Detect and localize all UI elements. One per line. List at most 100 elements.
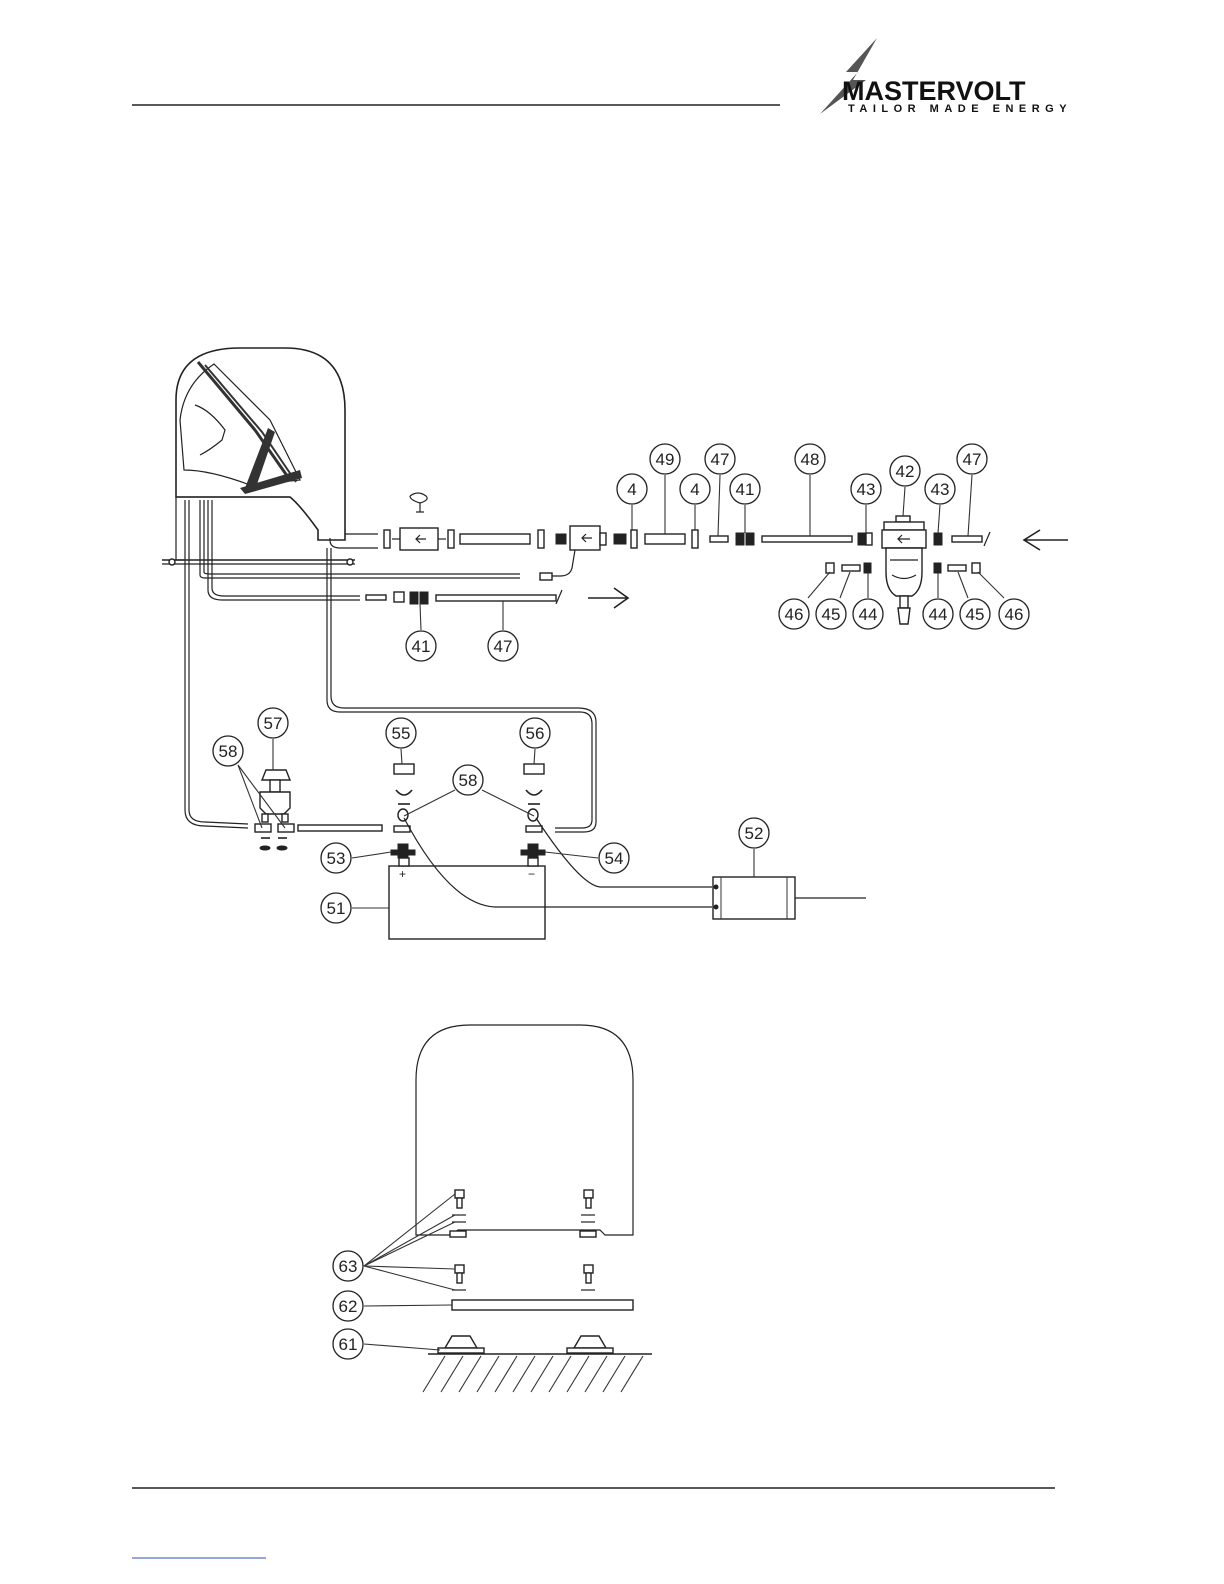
callout-label: 46 xyxy=(785,605,804,624)
callout-4: 4 xyxy=(680,474,710,504)
leader-line xyxy=(238,765,262,828)
callout-label: 52 xyxy=(745,824,764,843)
callout-61: 61 xyxy=(333,1329,363,1359)
callout-leaders xyxy=(238,475,1004,1350)
battery-cable-plus xyxy=(298,825,382,831)
callout-47: 47 xyxy=(957,444,987,474)
battery-plus-sign: + xyxy=(399,867,406,881)
callout-55: 55 xyxy=(386,718,416,748)
mounting-bolts xyxy=(450,1190,596,1290)
callout-46: 46 xyxy=(779,599,809,629)
callout-41: 41 xyxy=(730,474,760,504)
hatch-line xyxy=(567,1356,589,1392)
callout-label: 45 xyxy=(966,605,985,624)
clip-icon xyxy=(410,493,427,512)
callout-label: 53 xyxy=(327,849,346,868)
callout-label: 63 xyxy=(339,1257,358,1276)
callout-52: 52 xyxy=(739,818,769,848)
callout-label: 54 xyxy=(605,849,624,868)
callout-48: 48 xyxy=(795,444,825,474)
hatch-line xyxy=(441,1356,463,1392)
hatch-line xyxy=(585,1356,607,1392)
hatch-line xyxy=(513,1356,535,1392)
leader-line xyxy=(958,572,968,598)
callout-label: 44 xyxy=(859,605,878,624)
leader-line xyxy=(364,1266,455,1269)
hatch-line xyxy=(459,1356,481,1392)
rubber-mounts xyxy=(438,1336,613,1353)
battery: + − xyxy=(389,858,545,939)
hatch-line xyxy=(423,1356,445,1392)
callout-label: 43 xyxy=(857,480,876,499)
callout-label: 45 xyxy=(822,605,841,624)
callout-43: 43 xyxy=(851,474,881,504)
callout-label: 47 xyxy=(711,450,730,469)
brand-tagline: TAILOR MADE ENERGY xyxy=(848,103,1072,115)
callout-58: 58 xyxy=(213,736,243,766)
generator-housing xyxy=(162,348,355,565)
hatch-line xyxy=(477,1356,499,1392)
brand-name: MASTERVOLT xyxy=(842,76,1026,106)
callout-46: 46 xyxy=(999,599,1029,629)
floor-hatching xyxy=(423,1354,652,1392)
hatch-line xyxy=(531,1356,553,1392)
callout-42: 42 xyxy=(890,456,920,486)
callout-51: 51 xyxy=(321,893,351,923)
callout-label: 48 xyxy=(801,450,820,469)
callout-43: 43 xyxy=(925,474,955,504)
leader-line xyxy=(364,1222,455,1266)
callout-label: 42 xyxy=(896,462,915,481)
callout-49: 49 xyxy=(650,444,680,474)
callout-56: 56 xyxy=(520,718,550,748)
hatch-line xyxy=(495,1356,517,1392)
callout-label: 43 xyxy=(931,480,950,499)
leader-line xyxy=(352,852,391,858)
callout-45: 45 xyxy=(816,599,846,629)
mastervolt-logo: MASTERVOLT TAILOR MADE ENERGY xyxy=(820,38,1072,115)
callout-label: 44 xyxy=(929,605,948,624)
generator-outline-bottom xyxy=(416,1025,633,1235)
leader-line xyxy=(364,1266,455,1290)
callout-label: 55 xyxy=(392,724,411,743)
callout-57: 57 xyxy=(258,708,288,738)
callout-58: 58 xyxy=(453,765,483,795)
callout-41: 41 xyxy=(406,631,436,661)
leader-line xyxy=(903,487,905,516)
hatch-line xyxy=(621,1356,643,1392)
callout-label: 61 xyxy=(339,1335,358,1354)
leader-line xyxy=(364,1344,440,1350)
leader-line xyxy=(420,604,421,630)
callout-label: 58 xyxy=(459,771,478,790)
callout-4: 4 xyxy=(617,474,647,504)
generator-cables xyxy=(185,500,596,832)
callout-label: 47 xyxy=(963,450,982,469)
callout-label: 51 xyxy=(327,899,346,918)
leader-line xyxy=(718,475,720,536)
battery-terminal-plus xyxy=(391,764,415,858)
leader-line xyxy=(404,790,455,816)
mounting-plate xyxy=(452,1300,633,1310)
callout-53: 53 xyxy=(321,843,351,873)
callout-label: 57 xyxy=(264,714,283,733)
callout-44: 44 xyxy=(923,599,953,629)
battery-minus-sign: − xyxy=(528,867,535,881)
hatch-line xyxy=(603,1356,625,1392)
water-separator xyxy=(882,516,926,624)
callout-label: 4 xyxy=(627,480,636,499)
leader-line xyxy=(364,1305,452,1306)
battery-switch xyxy=(255,770,294,850)
leader-line xyxy=(401,749,402,764)
callout-label: 41 xyxy=(736,480,755,499)
leader-line xyxy=(968,475,972,536)
callout-label: 41 xyxy=(412,637,431,656)
leader-line xyxy=(534,749,535,764)
fuel-return-arrow-icon xyxy=(588,588,628,608)
callout-44: 44 xyxy=(853,599,883,629)
leader-line xyxy=(808,572,830,598)
callout-label: 49 xyxy=(656,450,675,469)
leader-line xyxy=(482,790,534,816)
fuel-inlet-arrow-icon xyxy=(1024,530,1068,550)
callout-label: 47 xyxy=(494,637,513,656)
callout-label: 58 xyxy=(219,742,238,761)
